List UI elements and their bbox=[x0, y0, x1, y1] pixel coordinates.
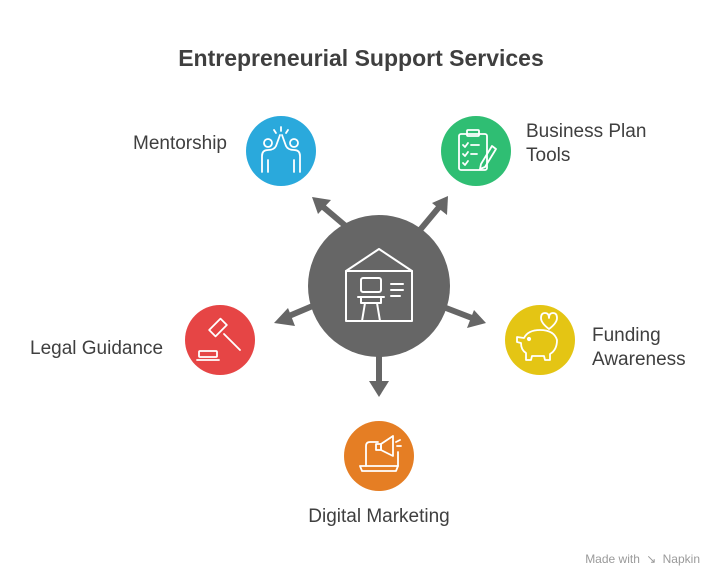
laptop-megaphone-icon bbox=[359, 435, 402, 472]
arrow-to-mentorship bbox=[312, 197, 350, 231]
clipboard-pencil-icon bbox=[458, 129, 497, 171]
service-label-business-plan-tools: Business Plan Tools bbox=[526, 120, 646, 168]
piggy-bank-heart-icon bbox=[516, 312, 558, 361]
arrow-to-funding-awareness bbox=[444, 305, 486, 328]
service-label-mentorship: Mentorship bbox=[133, 132, 227, 156]
label-line: Legal Guidance bbox=[30, 338, 164, 359]
center-hub bbox=[308, 215, 450, 357]
people-high-five-icon bbox=[261, 126, 301, 173]
label-line: Tools bbox=[526, 145, 571, 166]
service-node-business-plan-tools bbox=[441, 116, 511, 186]
service-label-funding-awareness: Funding Awareness bbox=[592, 324, 686, 372]
connector-arrows bbox=[274, 196, 486, 397]
service-node-digital-marketing bbox=[344, 421, 414, 491]
napkin-watermark[interactable]: Made with ↘ Napkin bbox=[585, 552, 700, 566]
label-line: Mentorship bbox=[133, 133, 227, 154]
watermark-prefix: Made with bbox=[585, 552, 640, 566]
gavel-icon bbox=[196, 317, 241, 361]
label-line: Awareness bbox=[592, 349, 686, 370]
service-node-mentorship bbox=[246, 116, 316, 186]
arrow-to-legal-guidance bbox=[274, 302, 317, 326]
service-label-digital-marketing: Digital Marketing bbox=[0, 505, 722, 529]
diagram-title: Entrepreneurial Support Services bbox=[178, 45, 544, 71]
laboratory-house-icon bbox=[345, 248, 413, 322]
watermark-brand: Napkin bbox=[662, 552, 700, 566]
label-line: Digital Marketing bbox=[308, 506, 450, 527]
service-node-legal-guidance bbox=[185, 305, 255, 375]
label-line: Funding bbox=[592, 325, 661, 346]
arrow-to-business-plan-tools bbox=[417, 196, 448, 232]
service-node-funding-awareness bbox=[505, 305, 575, 375]
arrow-to-digital-marketing bbox=[369, 355, 389, 397]
label-line: Business Plan bbox=[526, 121, 647, 142]
napkin-logo-icon: ↘ bbox=[646, 552, 657, 566]
service-label-legal-guidance: Legal Guidance bbox=[30, 337, 163, 361]
